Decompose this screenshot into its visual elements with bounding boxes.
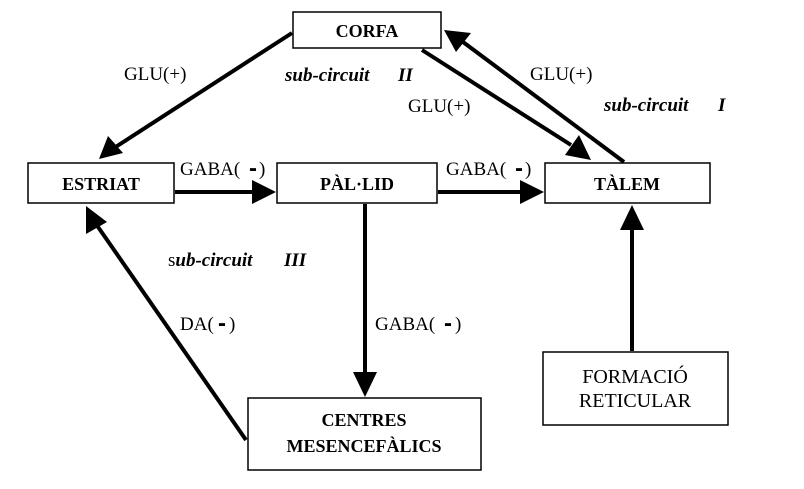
label-subcircuit-one-prefix: sub-circuit	[603, 95, 689, 116]
label-centres-estriat-text: DA(	[180, 314, 214, 335]
label-pallid-centres-sign: -	[444, 310, 452, 337]
arrowhead-centres-top	[353, 372, 377, 397]
label-corfa-estriat: GLU(+)	[124, 64, 186, 85]
arrowhead-talem-left	[520, 180, 544, 204]
label-pallid-centres: GABA( - )	[375, 310, 461, 337]
label-subcircuit-three-s: s	[168, 250, 175, 271]
node-estriat: ESTRIAT	[27, 162, 175, 204]
label-estriat-pallid-text: GABA(	[180, 159, 240, 180]
node-corfa-label: CORFA	[336, 21, 399, 41]
node-pallid: PÀL·LID	[276, 162, 438, 204]
label-centres-estriat-close: )	[229, 314, 235, 335]
label-centres-estriat-sign: -	[218, 310, 226, 337]
edge-corfa-talem	[420, 48, 573, 147]
edge-centres-estriat	[94, 222, 248, 442]
label-talem-corfa: GLU(+)	[530, 64, 592, 85]
label-subcircuit-one: sub-circuit I	[603, 95, 726, 116]
node-centres-label-1: CENTRES	[321, 410, 406, 430]
label-subcircuit-three-text: sub-circuit	[168, 250, 253, 271]
label-subcircuit-two: sub-circuit II	[284, 65, 413, 86]
edge-talem-corfa	[461, 40, 626, 164]
node-corfa: CORFA	[292, 11, 442, 49]
label-subcircuit-one-num: I	[717, 95, 726, 116]
arrowhead-estriat-top	[99, 136, 123, 159]
arrowhead-talem-bottom	[620, 205, 644, 230]
label-pallid-talem-sign: -	[515, 155, 523, 182]
label-pallid-talem: GABA( - )	[446, 155, 531, 182]
node-formacio-label-1: FORMACIÓ	[582, 364, 688, 388]
node-talem: TÀLEM	[544, 162, 711, 204]
node-formacio-label-2: RETICULAR	[579, 390, 692, 412]
label-subcircuit-two-num: II	[397, 65, 413, 86]
node-centres-label-2: MESENCEFÀLICS	[286, 435, 441, 456]
label-centres-estriat: DA( - )	[180, 310, 235, 337]
label-subcircuit-three-rest: ub-circuit	[175, 250, 253, 271]
node-talem-label: TÀLEM	[594, 173, 660, 194]
arrowhead-pallid-left	[252, 180, 276, 204]
label-subcircuit-two-prefix: sub-circuit	[284, 65, 370, 86]
label-subcircuit-three-num: III	[283, 250, 307, 271]
edge-corfa-estriat	[112, 31, 294, 150]
label-pallid-centres-close: )	[455, 314, 461, 335]
node-centres-mesencefalics: CENTRES MESENCEFÀLICS	[247, 397, 482, 471]
label-pallid-talem-close: )	[525, 159, 531, 180]
label-subcircuit-three: sub-circuit III	[168, 250, 307, 271]
label-pallid-talem-text: GABA(	[446, 159, 506, 180]
arrowhead-corfa-right	[444, 30, 471, 52]
node-formacio-reticular: FORMACIÓ RETICULAR	[542, 351, 729, 426]
node-estriat-label: ESTRIAT	[62, 174, 140, 194]
arrowhead-estriat-bottom	[86, 206, 107, 234]
label-pallid-centres-text: GABA(	[375, 314, 435, 335]
label-estriat-pallid-sign: -	[249, 155, 257, 182]
label-corfa-talem: GLU(+)	[408, 96, 470, 117]
label-estriat-pallid: GABA( - )	[180, 155, 265, 182]
arrowhead-talem-top	[565, 135, 591, 160]
label-estriat-pallid-close: )	[259, 159, 265, 180]
node-pallid-label: PÀL·LID	[320, 173, 394, 194]
